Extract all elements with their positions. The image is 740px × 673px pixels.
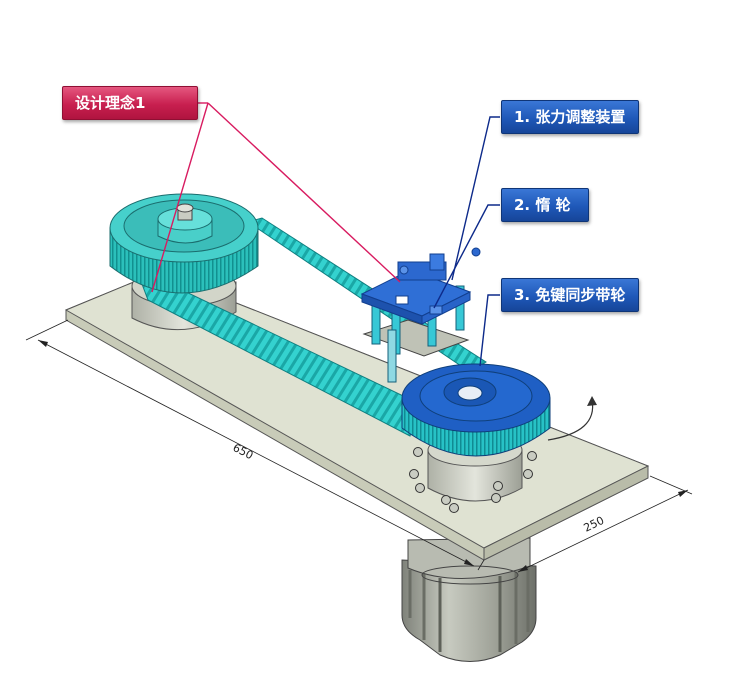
tension-device-callout: 1. 张力调整装置	[501, 100, 639, 134]
keyless-pulley-callout: 3. 免键同步带轮	[501, 278, 639, 312]
bolt	[449, 503, 459, 513]
design-concept-callout: 设计理念1	[62, 86, 198, 120]
tension-device	[360, 247, 481, 383]
design-leader-lines	[151, 102, 401, 293]
length-label: 650	[231, 441, 256, 462]
bolt	[415, 483, 425, 493]
bolt	[527, 451, 537, 461]
bolt	[413, 447, 423, 457]
curved-arrow-icon	[547, 396, 597, 441]
bolt	[491, 493, 501, 503]
keyless-timing-pulley	[401, 363, 551, 457]
bolt	[493, 481, 503, 491]
mounting-bolts	[409, 447, 537, 513]
part-leader-lines	[433, 116, 500, 367]
left-timing-pulley	[109, 193, 259, 294]
bolt	[523, 469, 533, 479]
idler-callout: 2. 惰 轮	[501, 188, 589, 222]
bolt	[441, 495, 451, 505]
motor	[401, 537, 537, 662]
bolt	[409, 469, 419, 479]
